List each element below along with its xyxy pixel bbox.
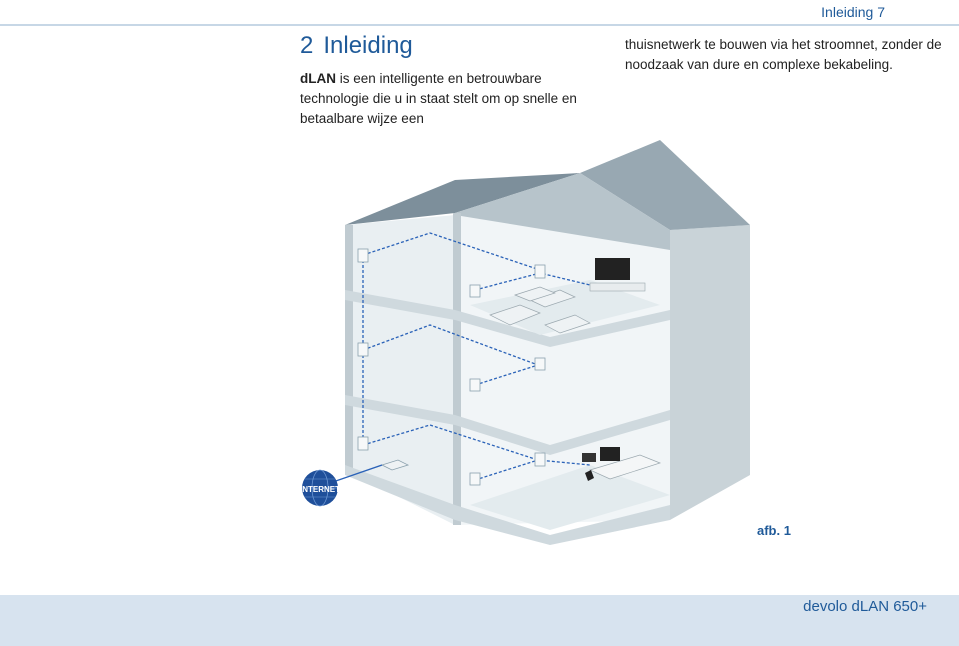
house-roof-left — [345, 173, 580, 225]
house-pillar-middle — [453, 213, 461, 525]
chapter-title: Inleiding — [323, 32, 413, 59]
house-floor-middle — [345, 395, 670, 455]
tv-cabinet — [589, 282, 646, 292]
house-floor-top — [345, 290, 670, 347]
brand-term: dLAN — [300, 71, 336, 86]
header-rule — [0, 24, 959, 26]
house-roof-right — [580, 140, 750, 230]
house-interior-left — [345, 215, 455, 525]
footer-band — [0, 595, 959, 646]
page-header-label: Inleiding 7 — [821, 4, 885, 20]
house-gable — [455, 173, 670, 255]
house-floor-bottom — [345, 465, 670, 545]
laptop-icon — [582, 453, 596, 462]
router-icon — [380, 459, 410, 471]
office-chair-icon — [585, 470, 594, 481]
internet-label: INTERNET — [300, 485, 340, 494]
figure-caption: afb. 1 — [757, 523, 791, 538]
intro-text-left: is een intelligente en betrouwbare techn… — [300, 71, 577, 126]
room-floor-bottom — [470, 465, 670, 530]
sofa-set-icon — [489, 286, 591, 334]
house-network-illustration: INTERNET — [300, 140, 750, 545]
internet-link — [329, 464, 383, 484]
computer-monitor-icon — [600, 447, 620, 461]
intro-paragraph-left: dLAN is een intelligente en betrouwbare … — [300, 69, 610, 129]
house-side-wall — [670, 225, 750, 520]
chapter-number: 2 — [300, 32, 314, 59]
intro-paragraph-right: thuisnetwerk te bouwen via het stroomnet… — [625, 37, 942, 72]
chapter-heading: 2 Inleiding — [300, 32, 413, 60]
internet-globe-icon — [302, 469, 338, 507]
tv-icon — [595, 258, 630, 280]
desk-icon — [589, 454, 662, 480]
powerline-adapters — [357, 248, 546, 486]
house-pillar-left — [345, 225, 353, 470]
footer-product-name: devolo dLAN 650+ — [803, 598, 927, 615]
